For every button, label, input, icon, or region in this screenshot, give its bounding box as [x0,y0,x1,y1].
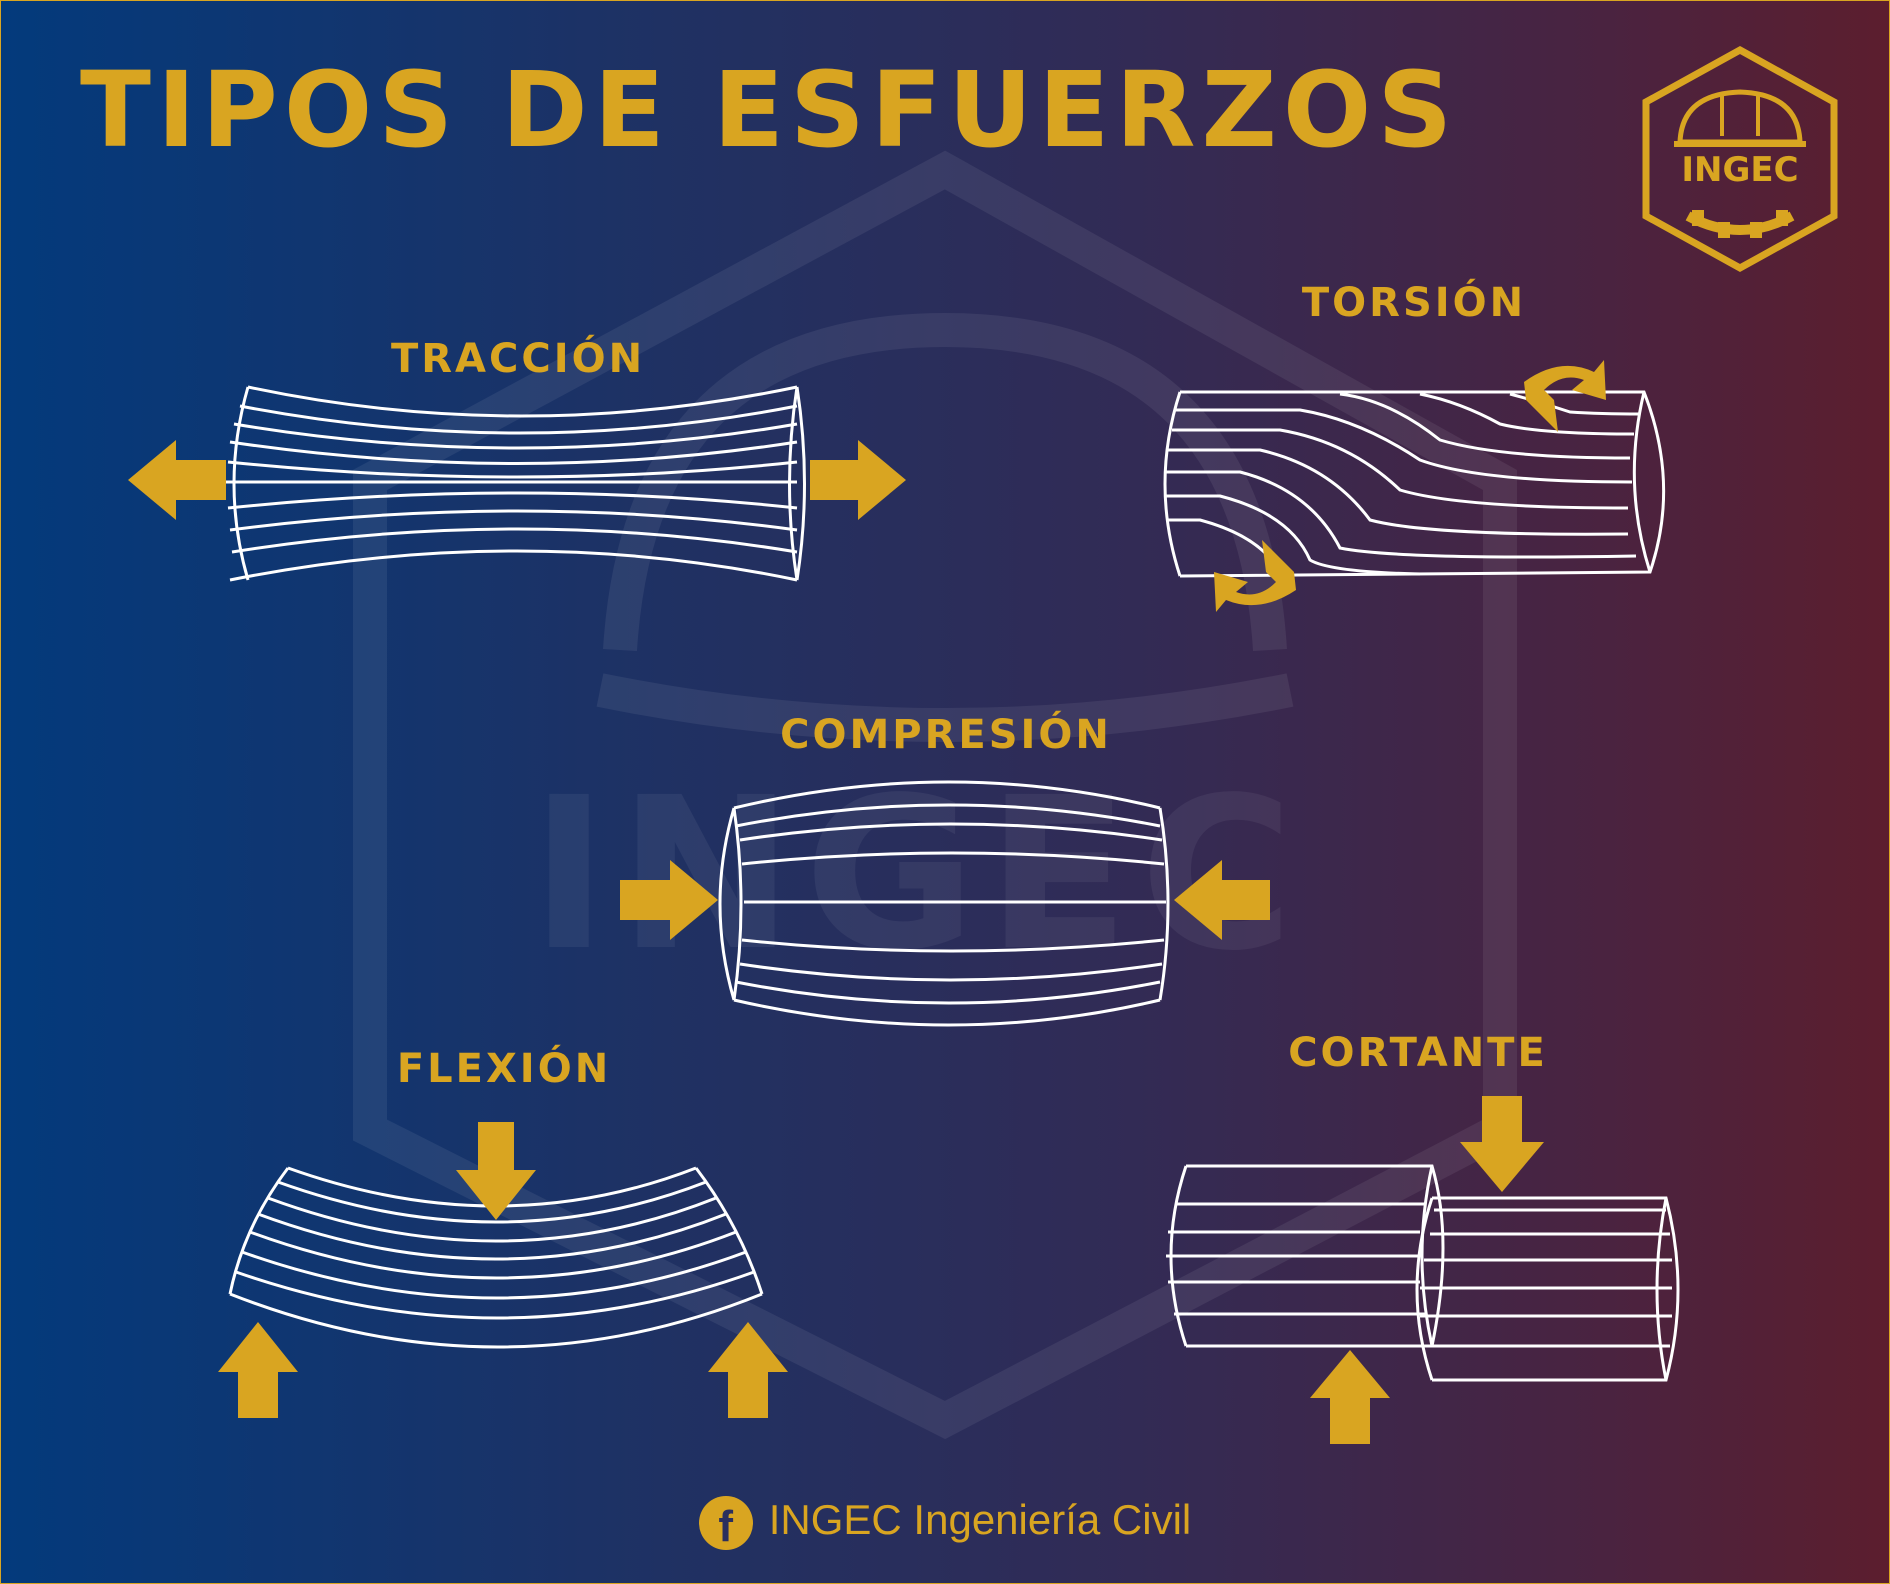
label-cortante: CORTANTE [1288,1030,1548,1076]
label-traccion: TRACCIÓN [390,336,646,382]
torsion-diagram [1163,360,1666,612]
logo-text: INGEC [1681,150,1799,190]
compresion-diagram [620,780,1270,1027]
cortante-arrow-top [1460,1096,1544,1192]
flexion-arrow-top [456,1122,536,1220]
label-torsion: TORSIÓN [1301,280,1527,326]
cortante-arrow-bottom [1310,1350,1390,1444]
hexagon-helmet-gear-logo-icon [1642,46,1838,272]
flexion-arrow-right [708,1322,788,1418]
flexion-arrow-left [218,1322,298,1418]
traccion-arrow-right [810,440,906,520]
footer-text[interactable]: INGEC Ingeniería Civil [768,1496,1192,1544]
footer: f INGEC Ingeniería Civil [0,1496,1890,1551]
compresion-arrow-right [1174,860,1270,940]
compresion-arrow-left [620,860,718,940]
traccion-diagram [128,385,906,582]
ingec-logo: INGEC [1638,44,1842,274]
label-compresion: COMPRESIÓN [780,712,1112,758]
label-flexion: FLEXIÓN [396,1046,612,1092]
flexion-diagram [218,1122,788,1418]
facebook-icon[interactable]: f [698,1496,753,1551]
traccion-arrow-left [128,440,226,520]
torsion-arrow-bottom [1214,540,1296,612]
cortante-diagram [1166,1096,1680,1444]
torsion-arrow-top [1524,360,1606,432]
page-title: TIPOS DE ESFUERZOS [80,49,1459,171]
